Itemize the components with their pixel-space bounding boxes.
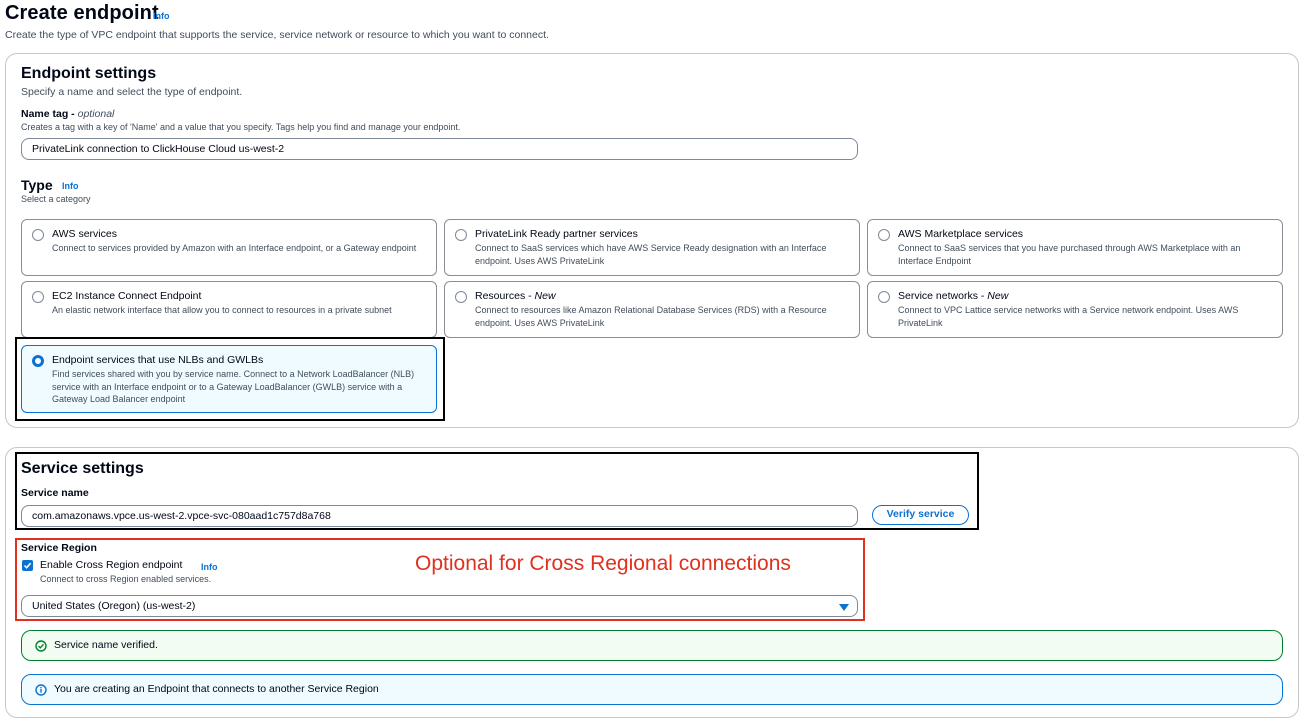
radio-button[interactable]: [878, 229, 890, 241]
cross-region-hint: Connect to cross Region enabled services…: [40, 574, 212, 584]
option-description: Connect to resources like Amazon Relatio…: [475, 305, 827, 328]
type-option-ec2-instance-connect[interactable]: EC2 Instance Connect Endpoint An elastic…: [21, 281, 437, 338]
type-option-marketplace[interactable]: AWS Marketplace services Connect to SaaS…: [867, 219, 1283, 276]
type-hint: Select a category: [21, 194, 91, 204]
name-tag-label: Name tag - optional: [21, 108, 115, 120]
option-title: PrivateLink Ready partner services: [475, 228, 638, 240]
new-tag: New: [534, 290, 556, 302]
service-settings-panel: [5, 447, 1299, 718]
option-title: AWS Marketplace services: [898, 228, 1024, 240]
check-circle-icon: [35, 640, 47, 652]
region-select-value: United States (Oregon) (us-west-2): [32, 600, 196, 612]
highlight-box: [15, 337, 445, 421]
option-description: Connect to services provided by Amazon w…: [52, 243, 417, 253]
endpoint-settings-description: Specify a name and select the type of en…: [21, 86, 243, 98]
radio-button-selected[interactable]: [32, 355, 44, 367]
cross-region-label: Enable Cross Region endpoint: [40, 559, 183, 571]
verify-service-button[interactable]: Verify service: [872, 505, 969, 525]
cross-region-info-link[interactable]: Info: [201, 562, 218, 572]
type-option-service-networks[interactable]: Service networks - New Connect to VPC La…: [867, 281, 1283, 338]
info-icon: [35, 684, 47, 696]
radio-button[interactable]: [32, 291, 44, 303]
option-title: Service networks - New: [898, 290, 1009, 302]
option-description: Connect to SaaS services that you have p…: [898, 243, 1241, 266]
name-tag-hint: Creates a tag with a key of 'Name' and a…: [21, 122, 461, 132]
radio-button[interactable]: [878, 291, 890, 303]
option-title: Endpoint services that use NLBs and GWLB…: [52, 354, 264, 366]
radio-button[interactable]: [455, 229, 467, 241]
service-name-input[interactable]: com.amazonaws.vpce.us-west-2.vpce-svc-08…: [21, 505, 858, 527]
service-region-label: Service Region: [21, 542, 97, 554]
check-icon: [23, 562, 32, 569]
highlight-box: [15, 452, 979, 530]
endpoint-settings-title: Endpoint settings: [21, 65, 157, 82]
success-alert: Service name verified.: [21, 630, 1283, 661]
type-option-aws-services[interactable]: AWS services Connect to services provide…: [21, 219, 437, 276]
type-option-resources[interactable]: Resources - New Connect to resources lik…: [444, 281, 860, 338]
info-alert: You are creating an Endpoint that connec…: [21, 674, 1283, 705]
annotation-box: [15, 538, 865, 621]
radio-button[interactable]: [32, 229, 44, 241]
info-link[interactable]: Info: [153, 11, 170, 21]
service-settings-title: Service settings: [21, 460, 144, 477]
page-description: Create the type of VPC endpoint that sup…: [5, 29, 549, 41]
option-title: Resources - New: [475, 290, 556, 302]
type-option-privatelink-partner[interactable]: PrivateLink Ready partner services Conne…: [444, 219, 860, 276]
new-tag: New: [987, 290, 1009, 302]
service-name-label: Service name: [21, 487, 89, 499]
option-description: An elastic network interface that allow …: [52, 305, 392, 315]
option-description: Connect to SaaS services which have AWS …: [475, 243, 827, 266]
radio-button[interactable]: [455, 291, 467, 303]
cross-region-checkbox[interactable]: [22, 560, 33, 571]
type-option-endpoint-services[interactable]: Endpoint services that use NLBs and GWLB…: [21, 345, 437, 413]
annotation-text: Optional for Cross Regional connections: [415, 552, 791, 575]
region-select[interactable]: United States (Oregon) (us-west-2): [21, 595, 858, 617]
option-title: EC2 Instance Connect Endpoint: [52, 290, 202, 302]
option-description: Connect to VPC Lattice service networks …: [898, 305, 1239, 328]
caret-down-icon: [839, 604, 849, 611]
option-description: Find services shared with you by service…: [52, 369, 415, 404]
type-title: Type: [21, 177, 53, 193]
name-tag-input[interactable]: PrivateLink connection to ClickHouse Clo…: [21, 138, 858, 160]
page-title: Create endpoint: [5, 2, 159, 24]
success-alert-text: Service name verified.: [54, 639, 158, 651]
optional-text: optional: [77, 108, 115, 120]
option-title: AWS services: [52, 228, 117, 240]
type-info-link[interactable]: Info: [62, 181, 79, 191]
info-alert-text: You are creating an Endpoint that connec…: [54, 683, 379, 695]
